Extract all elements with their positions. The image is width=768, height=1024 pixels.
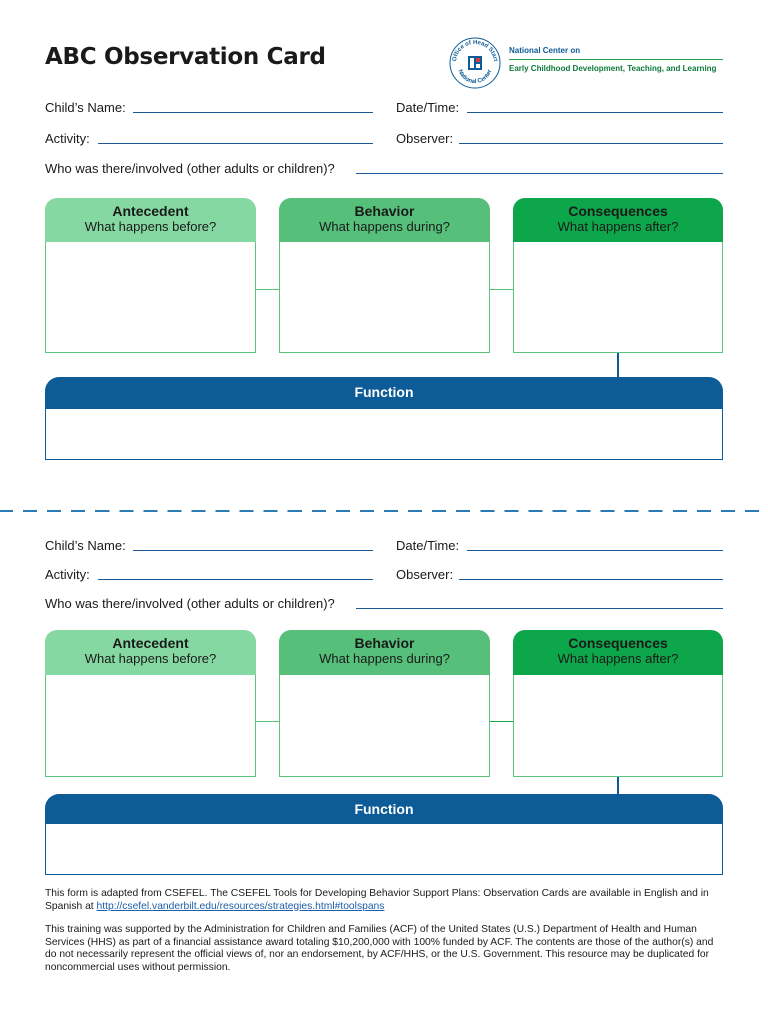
connector-to-function [617,777,619,794]
antecedent-subheading: What happens before? [84,651,217,666]
observer-label: Observer: [396,131,454,146]
behavior-heading: Behavior [354,635,415,651]
consequences-header: Consequences What happens after? [513,198,723,242]
behavior-box[interactable] [279,242,490,353]
logo-line-2: Early Childhood Development, Teaching, a… [509,64,717,73]
childs-name-label: Child’s Name: [45,100,126,115]
date-time-label: Date/Time: [396,100,460,115]
consequences-header: Consequences What happens after? [513,630,723,675]
csefel-link[interactable]: http://csefel.vanderbilt.edu/resources/s… [96,900,385,912]
date-time-field[interactable] [467,112,723,114]
connector-to-function [617,353,619,377]
function-box[interactable] [45,409,723,460]
antecedent-box[interactable] [45,675,256,777]
cut-line [0,510,768,512]
footer-adaptation-text: This form is adapted from CSEFEL. The CS… [45,888,709,912]
who-involved-field[interactable] [356,173,723,175]
activity-field[interactable] [98,579,373,581]
behavior-subheading: What happens during? [319,651,450,666]
childs-name-label: Child’s Name: [45,538,126,553]
consequences-box[interactable] [513,675,723,777]
behavior-heading: Behavior [354,203,415,219]
connector-antecedent-behavior [256,289,279,291]
date-time-field[interactable] [467,550,723,552]
childs-name-field[interactable] [133,112,373,114]
function-box[interactable] [45,824,723,875]
footer-funding-note: This training was supported by the Admin… [45,924,714,973]
head-start-seal-logo: Office of Head Start National Center [449,37,501,89]
connector-behavior-consequences [490,721,513,723]
behavior-box[interactable] [279,675,490,777]
who-involved-field[interactable] [356,608,723,610]
consequences-heading: Consequences [568,635,668,651]
behavior-subheading: What happens during? [319,219,450,234]
activity-field[interactable] [98,143,373,145]
antecedent-header: Antecedent What happens before? [45,198,256,242]
consequences-subheading: What happens after? [557,651,679,666]
consequences-heading: Consequences [568,203,668,219]
function-header: Function [45,794,723,824]
behavior-header: Behavior What happens during? [279,198,490,242]
antecedent-header: Antecedent What happens before? [45,630,256,675]
consequences-box[interactable] [513,242,723,353]
antecedent-box[interactable] [45,242,256,353]
function-header: Function [45,377,723,409]
observer-label: Observer: [396,567,454,582]
footer-adaptation-note: This form is adapted from CSEFEL. The CS… [45,888,725,913]
logo-line-1: National Center on [509,46,581,55]
behavior-header: Behavior What happens during? [279,630,490,675]
page-title: ABC Observation Card [45,44,326,70]
consequences-subheading: What happens after? [557,219,679,234]
who-involved-label: Who was there/involved (other adults or … [45,161,335,176]
activity-label: Activity: [45,131,90,146]
activity-label: Activity: [45,567,90,582]
logo-divider [509,59,723,60]
antecedent-heading: Antecedent [112,203,189,219]
observer-field[interactable] [459,143,723,145]
observer-field[interactable] [459,579,723,581]
antecedent-subheading: What happens before? [84,219,217,234]
connector-antecedent-behavior [256,721,279,723]
antecedent-heading: Antecedent [112,635,189,651]
date-time-label: Date/Time: [396,538,460,553]
connector-behavior-consequences [490,289,513,291]
who-involved-label: Who was there/involved (other adults or … [45,596,335,611]
childs-name-field[interactable] [133,550,373,552]
